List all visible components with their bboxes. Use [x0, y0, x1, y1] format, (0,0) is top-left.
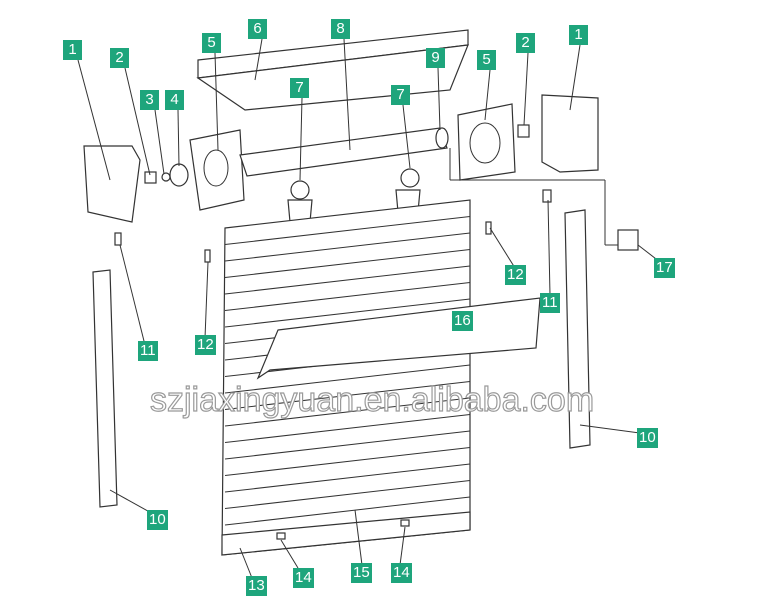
part-label-16: 16	[452, 311, 473, 331]
slat-line	[224, 216, 471, 245]
part-label-14: 14	[391, 563, 412, 583]
part-label-8: 8	[331, 19, 350, 39]
bearing-plate	[144, 171, 157, 184]
part-label-13: 13	[246, 576, 267, 596]
switch-box	[617, 229, 639, 251]
slat-line	[224, 463, 471, 493]
part-label-5: 5	[477, 50, 496, 70]
slat-line	[224, 265, 471, 295]
watermark: szjiaxingyuan.en.alibaba.com	[149, 380, 595, 419]
slat-line	[224, 447, 471, 476]
right-bracket-hole	[469, 122, 501, 164]
slat-line	[224, 430, 471, 460]
left-end-cap	[83, 145, 141, 223]
part-label-10: 10	[147, 510, 168, 530]
part-label-10: 10	[637, 428, 658, 448]
right-bracket	[457, 103, 516, 181]
slat-line	[224, 364, 471, 394]
slat-line	[224, 298, 471, 328]
part-label-1: 1	[569, 25, 588, 45]
left-bracket-hole	[203, 149, 229, 187]
slat-line	[224, 232, 471, 262]
slat-line	[224, 496, 471, 526]
bearing	[169, 163, 189, 187]
hanger-ring	[400, 168, 420, 188]
part-label-9: 9	[426, 48, 445, 68]
tube-end	[435, 127, 449, 149]
octagonal-tube	[239, 127, 448, 177]
left-bracket	[189, 129, 245, 211]
clip	[485, 221, 492, 235]
slat-line	[224, 414, 471, 443]
part-label-2: 2	[110, 48, 129, 68]
part-label-11: 11	[540, 293, 560, 313]
part-label-14: 14	[293, 568, 314, 588]
bearing-plate-right	[517, 124, 530, 138]
part-label-5: 5	[202, 33, 221, 53]
part-label-15: 15	[351, 563, 372, 583]
part-label-7: 7	[290, 78, 309, 98]
stopper	[276, 532, 286, 540]
part-label-4: 4	[165, 90, 184, 110]
left-guide-rail	[92, 269, 118, 508]
part-label-12: 12	[195, 335, 216, 355]
clip	[542, 189, 552, 203]
part-label-1: 1	[63, 40, 82, 60]
hanger-ring	[290, 180, 310, 200]
slat-line	[224, 480, 471, 509]
part-label-6: 6	[248, 19, 267, 39]
slat-line	[224, 397, 471, 427]
slat-line	[224, 249, 471, 278]
part-label-11: 11	[138, 341, 158, 361]
slat-line	[224, 381, 471, 410]
leader-lines	[77, 38, 661, 579]
part-label-7: 7	[391, 85, 410, 105]
stopper	[400, 519, 410, 527]
clip	[114, 232, 122, 246]
part-label-2: 2	[516, 33, 535, 53]
part-label-17: 17	[654, 258, 675, 278]
slat-line	[224, 282, 471, 311]
right-end-cap	[541, 94, 599, 173]
washer	[161, 172, 171, 182]
right-guide-rail	[564, 209, 591, 449]
part-label-3: 3	[140, 90, 159, 110]
part-label-12: 12	[505, 265, 526, 285]
clip	[204, 249, 211, 263]
